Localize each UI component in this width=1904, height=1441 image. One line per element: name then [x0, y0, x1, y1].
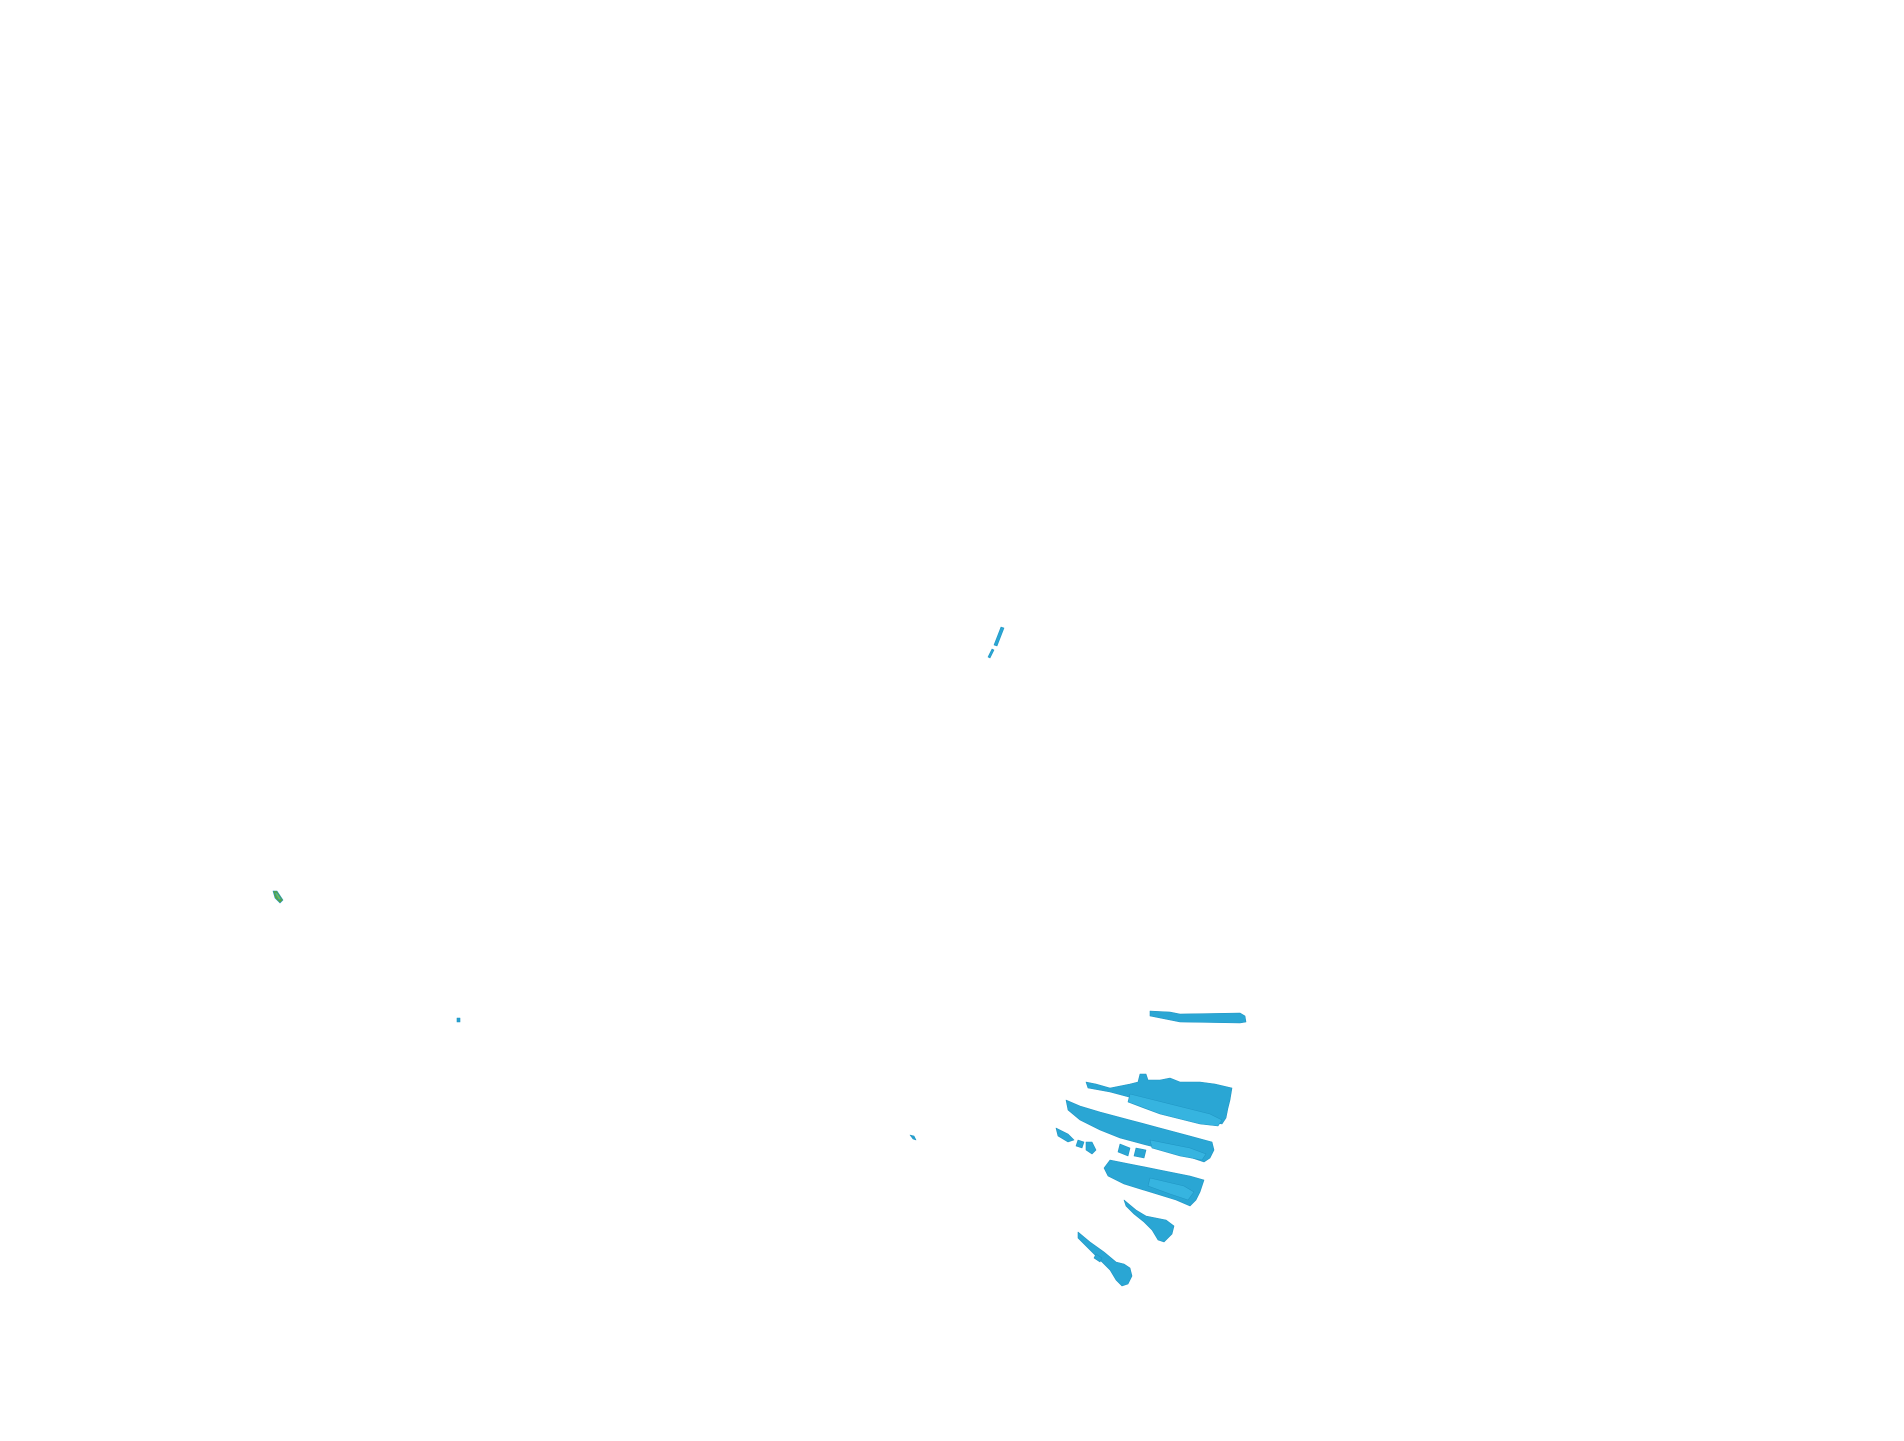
left-green-fragment	[272, 890, 284, 904]
fan-strip-bottom	[1077, 1231, 1133, 1287]
fan-strip-lower	[1123, 1199, 1175, 1243]
fan-piece-left-4	[1117, 1143, 1131, 1157]
fan-strip-middle-highlight	[1149, 1139, 1207, 1161]
fan-piece-left-3	[1085, 1141, 1097, 1155]
upper-fragment-cluster	[987, 626, 1005, 659]
upper-fragment-2	[987, 648, 995, 659]
isolated-dot-1	[456, 1017, 461, 1023]
fan-strip-bottom-tail	[1093, 1253, 1103, 1263]
fan-strip-top	[1149, 1010, 1247, 1024]
isolated-dots	[456, 1017, 917, 1141]
fan-block-lower-highlight	[1147, 1177, 1195, 1201]
fan-fragment-cluster	[1055, 1010, 1247, 1287]
isolated-dot-2	[909, 1134, 917, 1141]
green-fragment-highlight	[274, 892, 282, 901]
fan-block-upper-highlight	[1127, 1093, 1223, 1127]
fan-piece-left-2	[1075, 1139, 1085, 1149]
fan-piece-left-5	[1133, 1147, 1147, 1159]
upper-fragment-1	[993, 626, 1005, 647]
fan-piece-left-1	[1055, 1127, 1075, 1143]
